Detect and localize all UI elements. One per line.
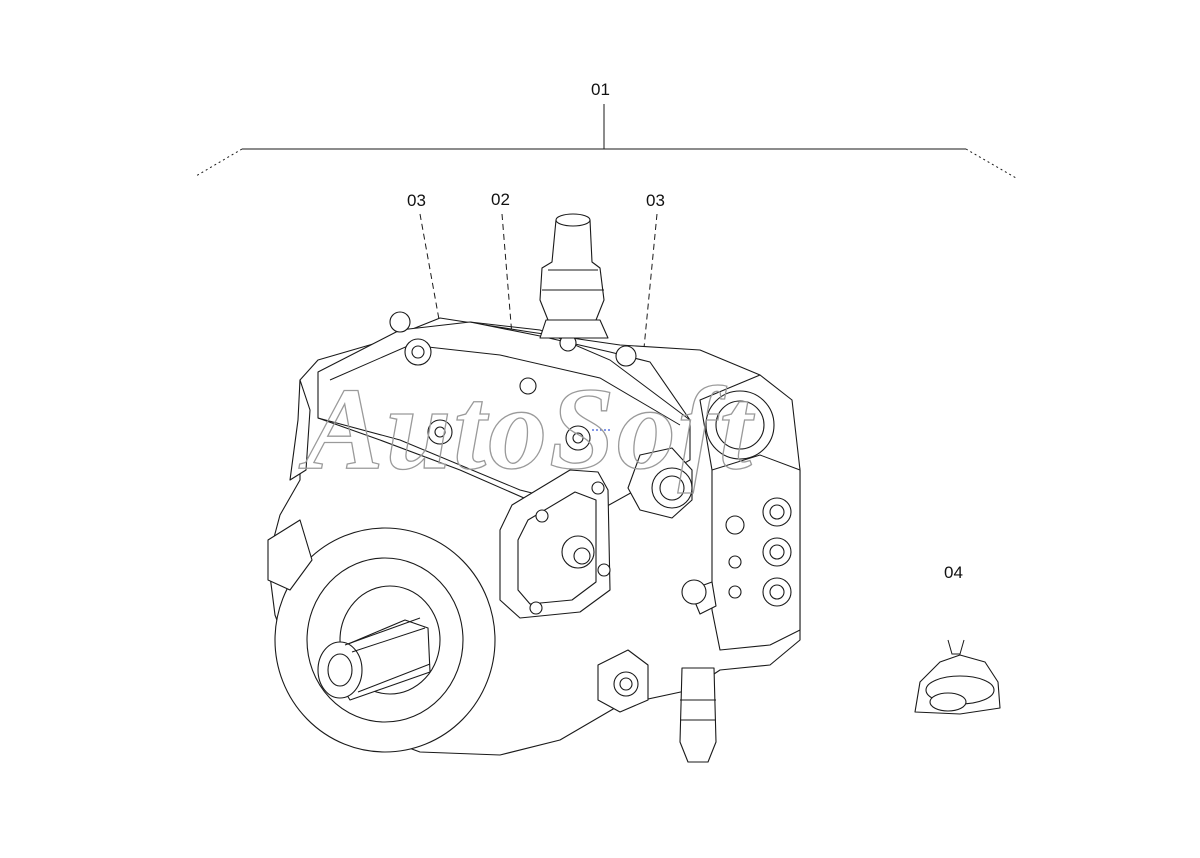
callout-01: 01 [591,80,610,99]
callout-03-left: 03 [407,191,426,210]
callout-04: 04 [944,563,963,582]
callout-03-right: 03 [646,191,665,210]
watermark-text: AutoSoft [298,363,755,494]
callout-02: 02 [491,190,510,209]
o-ring-seal-kit-04 [914,639,1001,715]
hydraulic-pump-assembly [267,213,801,763]
assembly-bracket-01 [195,104,1017,179]
